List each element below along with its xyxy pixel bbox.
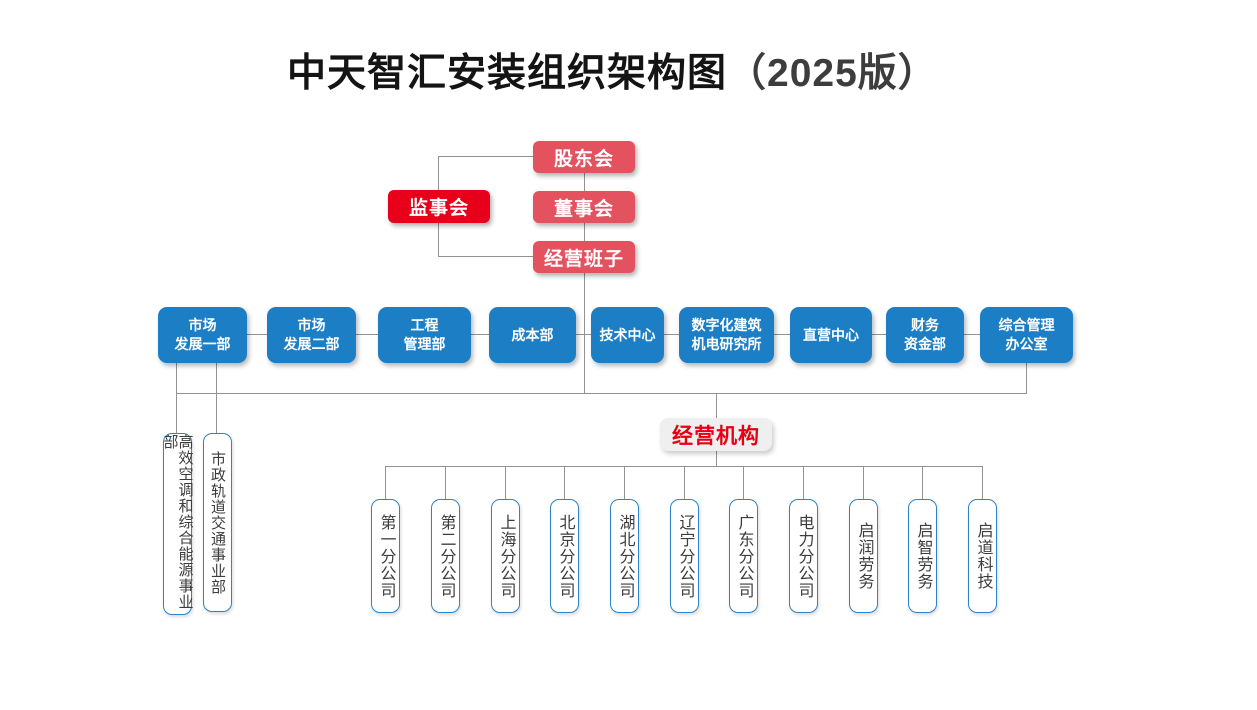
connector-line — [624, 466, 625, 499]
connector-line — [438, 256, 533, 257]
connector-line — [716, 451, 717, 466]
node-branch-hubei: 湖北分公司 — [610, 499, 639, 613]
node-branch-guangdong: 广东分公司 — [729, 499, 758, 613]
node-dept-general-admin-office: 综合管理 办公室 — [980, 307, 1073, 363]
connector-line — [743, 466, 744, 499]
node-branch-beijing: 北京分公司 — [550, 499, 579, 613]
node-dept-engineering-mgmt: 工程 管理部 — [378, 307, 471, 363]
connector-line — [505, 466, 506, 499]
node-dept-digital-mep-institute: 数字化建筑 机电研究所 — [679, 307, 774, 363]
connector-line — [922, 466, 923, 499]
node-dept-market-dev-2: 市场 发展二部 — [267, 307, 356, 363]
page-title-main: 中天智汇安装组织架构图 — [287, 52, 728, 95]
node-dept-finance-treasury: 财务 资金部 — [886, 307, 964, 363]
node-management-team: 经营班子 — [533, 241, 635, 273]
node-dept-direct-operations: 直营中心 — [790, 307, 872, 363]
node-shareholders: 股东会 — [533, 141, 635, 173]
connector-line — [385, 466, 386, 499]
connector-line — [385, 466, 982, 467]
connector-line — [584, 172, 585, 191]
node-branch-no1: 第一分公司 — [371, 499, 400, 613]
connector-line — [1026, 363, 1027, 393]
connector-line — [438, 156, 533, 157]
business-units-label: 经营机构 — [660, 418, 772, 451]
node-branch-electric-power: 电力分公司 — [789, 499, 818, 613]
connector-line — [684, 466, 685, 499]
connector-line — [803, 466, 804, 499]
connector-line — [216, 363, 217, 433]
node-branch-qirun-labor: 启润劳务 — [849, 499, 878, 613]
node-dept-technology-center: 技术中心 — [591, 307, 664, 363]
connector-line — [176, 393, 1027, 394]
page-title-version: （2025版） — [727, 52, 938, 95]
node-division-municipal-rail: 市政轨道交通事业部 — [203, 433, 232, 612]
connector-line — [982, 466, 983, 499]
connector-line — [863, 466, 864, 499]
node-branch-qizhi-labor: 启智劳务 — [908, 499, 937, 613]
page-title: 中天智汇安装组织架构图（2025版） — [287, 42, 938, 98]
node-branch-qidao-tech: 启道科技 — [968, 499, 997, 613]
node-branch-liaoning: 辽宁分公司 — [670, 499, 699, 613]
node-supervisory-board: 监事会 — [388, 190, 490, 223]
node-division-hvac-energy: 高效空调和综合能源事业部 — [162, 433, 194, 615]
node-branch-shanghai: 上海分公司 — [491, 499, 520, 613]
connector-line — [716, 393, 717, 418]
connector-line — [584, 222, 585, 241]
connector-line — [584, 272, 585, 393]
node-board-of-directors: 董事会 — [533, 191, 635, 223]
connector-line — [176, 363, 177, 433]
connector-line — [564, 466, 565, 499]
node-dept-market-dev-1: 市场 发展一部 — [158, 307, 247, 363]
node-branch-no2: 第二分公司 — [431, 499, 460, 613]
connector-line — [445, 466, 446, 499]
node-dept-cost: 成本部 — [489, 307, 576, 363]
